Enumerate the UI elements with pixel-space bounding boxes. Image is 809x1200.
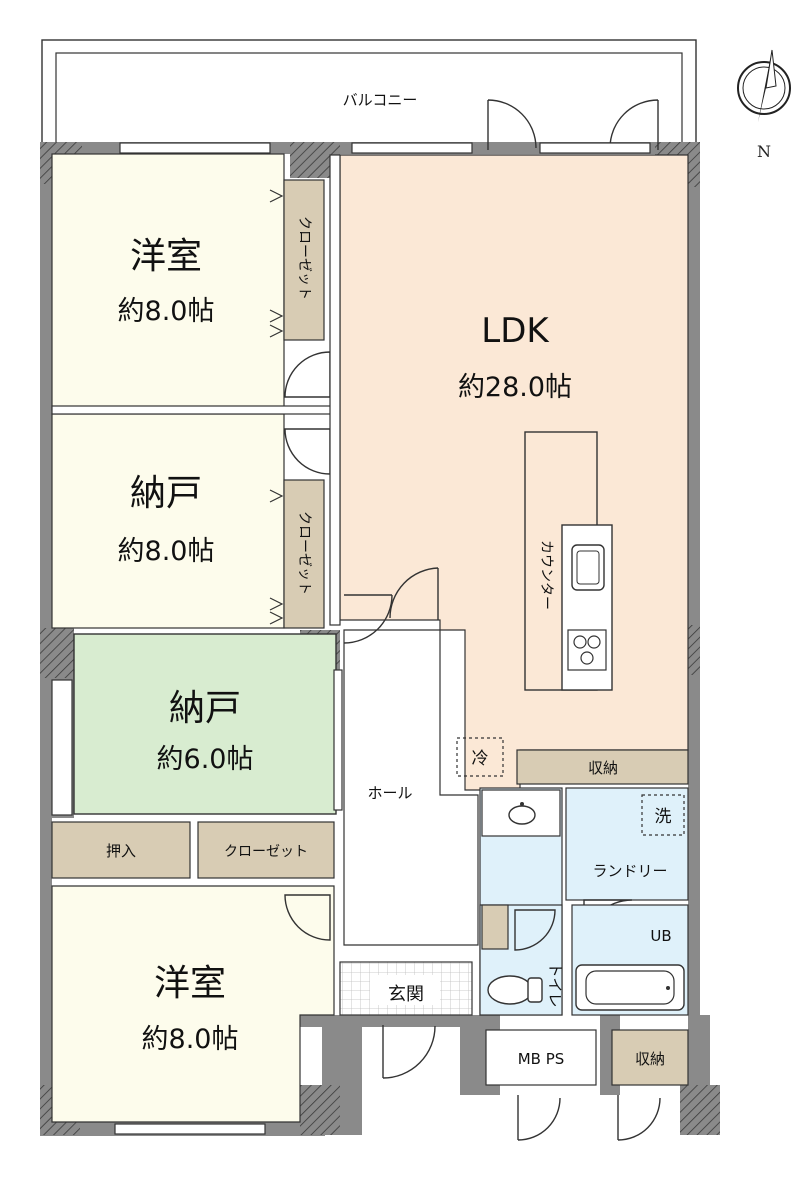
room-storage-green: 納戸 約6.0帖 [73,633,337,815]
washer-space [641,794,685,836]
compass-ring [737,61,791,115]
ldk-storage: 収納 [516,749,689,785]
storage-upper-size: 約8.0帖 [118,536,215,567]
western-top-door-icon[interactable] [284,351,331,398]
western-top-size: 約8.0帖 [118,296,215,327]
compass-inner-ring [742,66,786,110]
storage-upper-name: 納戸 [130,473,202,514]
storage-green-name: 納戸 [169,688,241,729]
closet-bottom-label: クローゼット [224,844,308,860]
north-arrow-icon [758,50,772,122]
storage-green-size: 約6.0帖 [157,744,254,775]
compass-north-label: N [757,142,771,161]
closet-bottom [197,821,335,879]
western-top-name: 洋室 [130,236,202,277]
hall: ホール [343,567,479,946]
ldk-size: 約28.0帖 [458,372,572,403]
mbps-label: MB PS [518,1050,565,1068]
washer-label: 洗 [655,807,672,827]
western-bottom-door-icon[interactable] [284,894,331,941]
ub-label: UB [650,927,671,945]
entry-storage-label: 収納 [635,1050,665,1068]
sink-icon [571,544,605,591]
bathtub-icon [575,964,685,1011]
ldk-storage-label: 収納 [588,759,618,777]
ldk-name: LDK [481,311,550,351]
fridge-label: 冷 [472,749,489,769]
oshiire [51,821,191,879]
balcony-label: バルコニー [343,91,418,109]
storage-upper-door-icon[interactable] [284,428,331,475]
mbps: MB PS [485,1029,597,1141]
entry-storage: 収納 [611,1029,689,1141]
washbasin [481,789,561,837]
entry-storage-door-icon[interactable] [617,1095,661,1141]
closet-top-label: クローゼット [296,216,312,300]
room-western-bottom: 洋室 約8.0帖 [51,885,335,1123]
unit-bath: UB [571,904,689,1016]
toilet-bowl-icon [487,975,533,1005]
closet-middle [283,479,325,629]
balcony-door-left-icon[interactable] [487,99,537,150]
hall-door-left-icon[interactable] [343,594,393,644]
hall-door-right-icon[interactable] [389,567,439,620]
western-bottom-name: 洋室 [154,963,226,1004]
toilet-shelf [481,904,509,950]
toilet-door-icon[interactable] [514,909,556,951]
toilet-label: トイレ [546,962,564,1007]
balcony: バルコニー [41,39,697,147]
entrance-door-icon[interactable] [382,1025,436,1079]
balcony-doors [487,99,659,150]
room-ldk: LDK 約28.0帖 カウンター 冷 [339,154,689,791]
room-storage-upper: クローゼット 納戸 約8.0帖 [51,413,331,629]
closet-middle-label: クローゼット [296,511,312,595]
interior-walls [51,154,341,626]
mbps-door-icon[interactable] [517,1095,561,1141]
genkan: 玄関 [339,961,473,1079]
genkan-label: 玄関 [388,984,424,1005]
western-bottom-size: 約8.0帖 [142,1024,239,1055]
closet-top [283,179,325,341]
hall-label: ホール [367,784,412,802]
toilet-room: トイレ [479,904,564,1016]
balcony-door-right-icon[interactable] [609,99,659,150]
windows [51,142,651,1135]
counter-label: カウンター [538,540,554,610]
oshiire-label: 押入 [106,842,136,860]
stove-icon [567,629,607,671]
room-western-top: クローゼット 洋室 約8.0帖 [51,153,331,411]
compass: N [737,49,791,161]
laundry-label: ランドリー [592,862,667,880]
